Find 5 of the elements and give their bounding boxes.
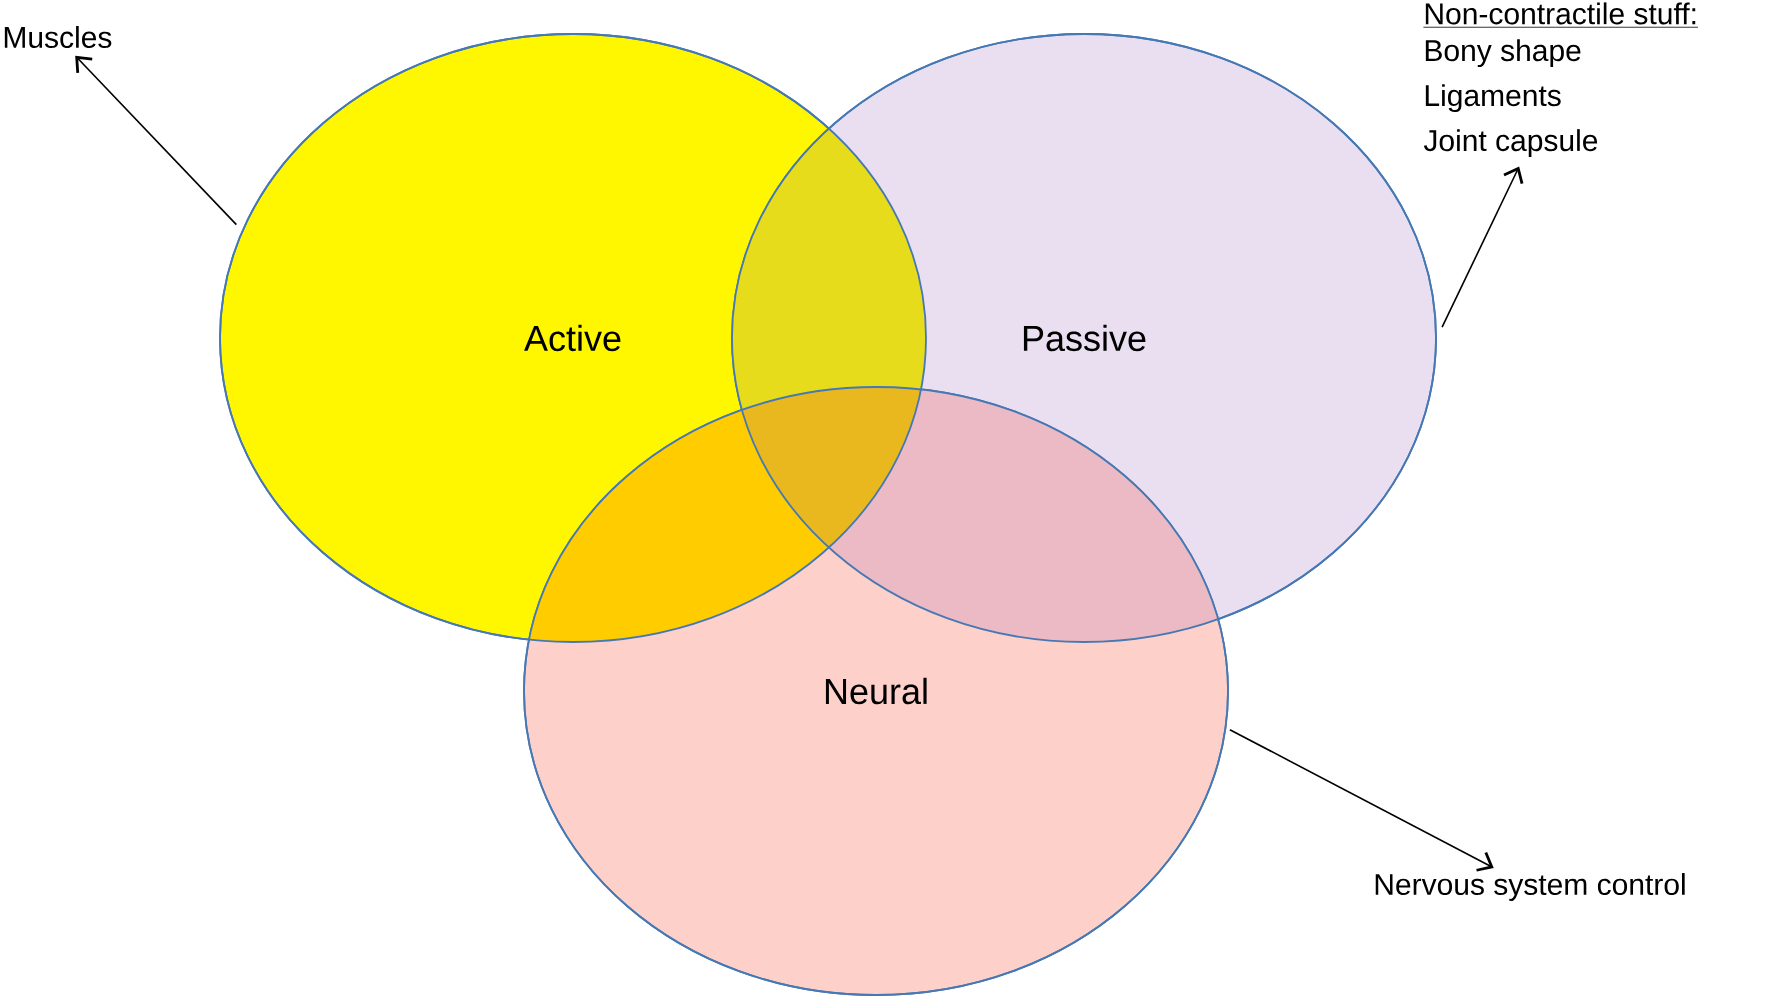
text-label: Nervous system control xyxy=(1375,873,1685,901)
text-label: Muscles xyxy=(4,26,112,48)
arrow xyxy=(75,55,238,226)
arrow xyxy=(1229,728,1494,872)
arrow xyxy=(1441,166,1524,328)
